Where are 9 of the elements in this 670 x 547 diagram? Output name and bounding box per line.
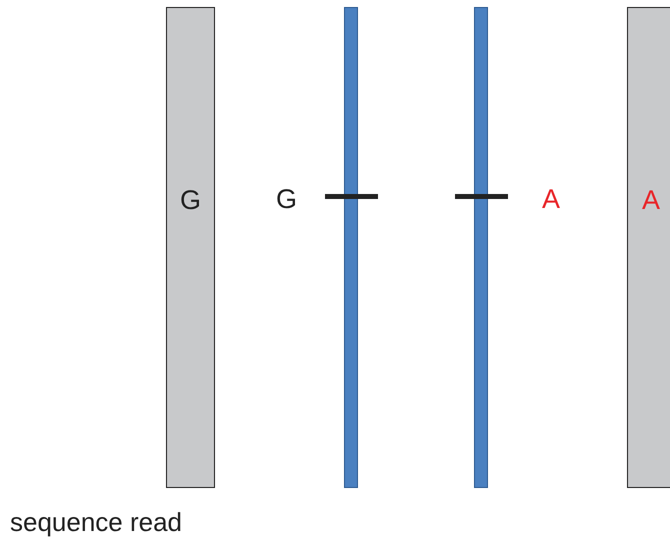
allele-letter: G <box>276 184 298 214</box>
allele-letter: G <box>180 185 201 215</box>
chromosome-bar <box>474 7 488 488</box>
chromosome-bar <box>166 7 215 488</box>
allele-letter: A <box>542 184 560 214</box>
allele-letter: A <box>642 185 660 215</box>
chromosome-bar <box>344 7 358 488</box>
chromosome-bar <box>627 7 670 488</box>
caption-text: sequence read <box>10 507 182 538</box>
